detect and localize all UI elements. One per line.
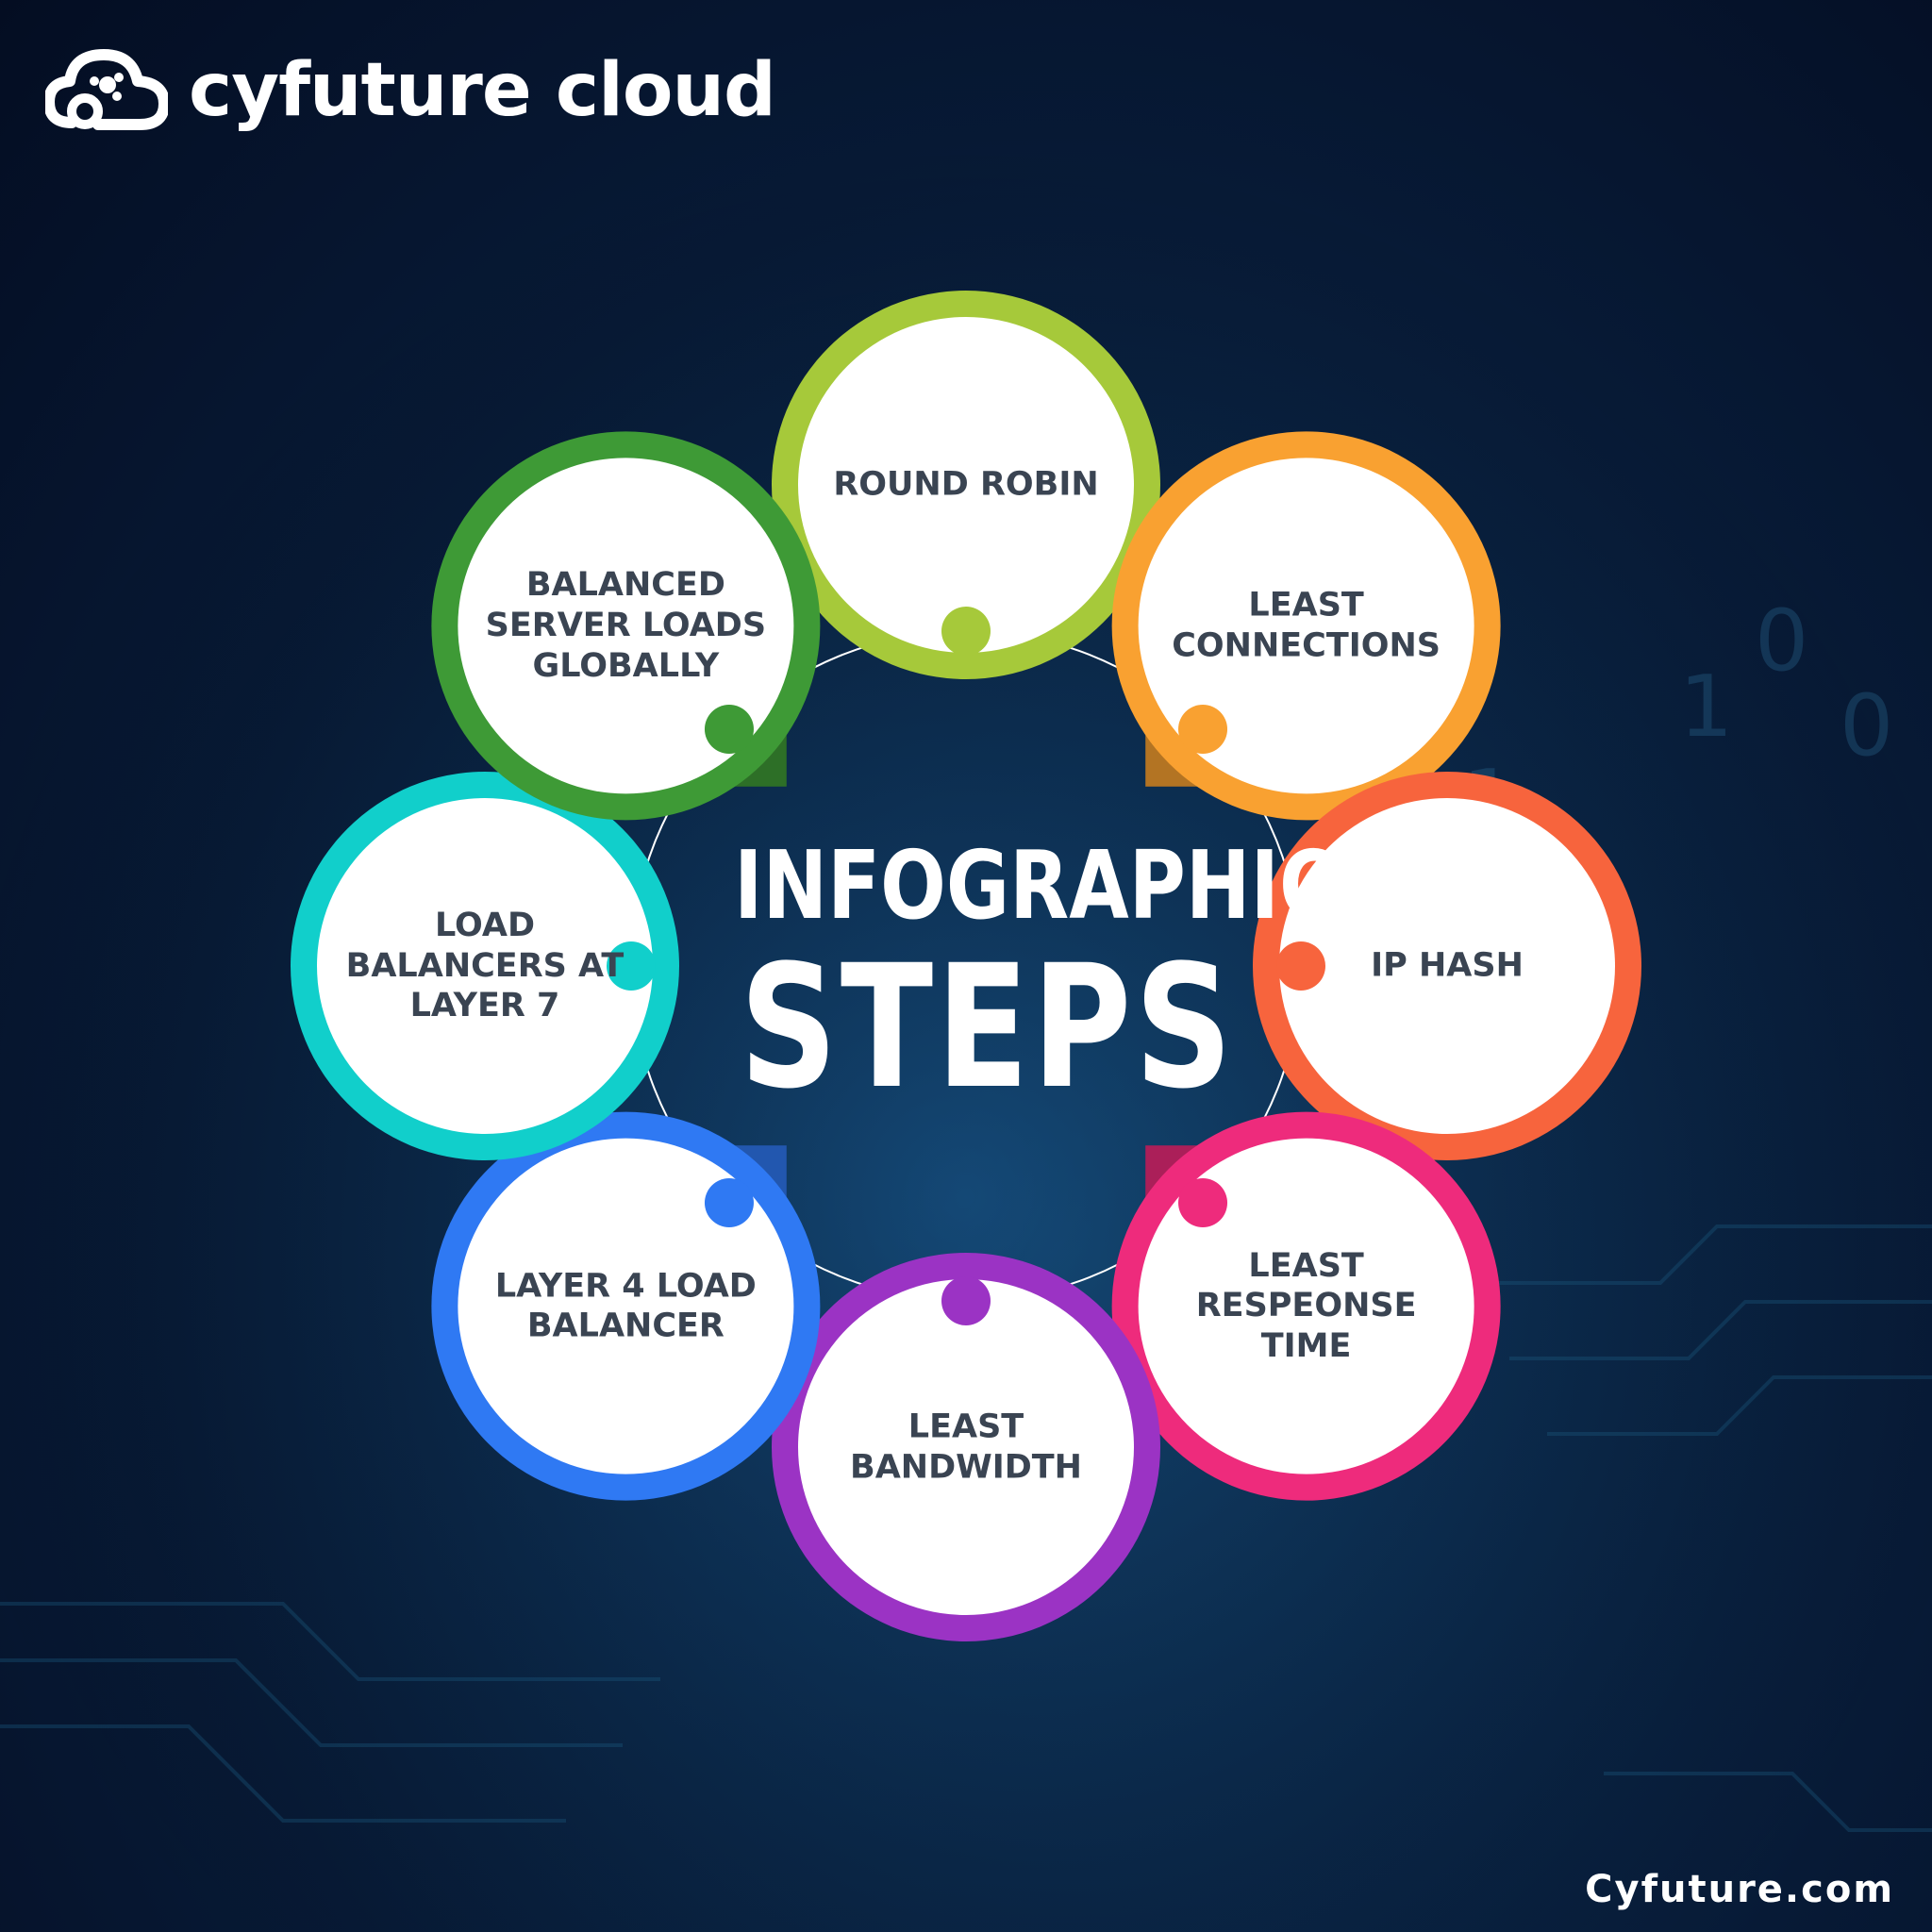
- step-dot: [941, 607, 991, 656]
- brand-name: cyfuture cloud: [189, 48, 776, 133]
- step-dot: [704, 1178, 754, 1228]
- svg-text:1: 1: [1679, 658, 1733, 757]
- brand-header: cyfuture cloud: [45, 43, 776, 138]
- step-dot: [1178, 704, 1228, 754]
- step-inner-disc: [317, 798, 653, 1134]
- step-label-4: LEAST RESPEONSE TIME: [1195, 1246, 1417, 1365]
- step-inner-disc: [1138, 458, 1474, 794]
- step-dot: [1178, 1178, 1228, 1228]
- center-title-line1: INFOGRAPHIC: [734, 830, 1337, 941]
- step-inner-disc: [798, 317, 1134, 653]
- step-dot: [704, 704, 754, 754]
- step-dot: [941, 1276, 991, 1325]
- step-label-5: LEAST BANDWIDTH: [850, 1407, 1082, 1486]
- step-inner-disc: [458, 1138, 794, 1474]
- step-node-4: [1111, 1111, 1501, 1501]
- step-label-6: LAYER 4 LOAD BALANCER: [494, 1266, 757, 1345]
- step-dot: [1276, 941, 1325, 991]
- center-title-line2: STEPS: [740, 929, 1236, 1126]
- step-node-6: [431, 1111, 821, 1501]
- step-label-1: ROUND ROBIN: [833, 465, 1099, 504]
- step-inner-disc: [798, 1279, 1134, 1615]
- footer-url: Cyfuture.com: [1585, 1868, 1894, 1911]
- step-label-8: BALANCED SERVER LOADS GLOBALLY: [485, 566, 767, 685]
- step-node-7: [291, 772, 679, 1160]
- step-node-2: [1111, 431, 1501, 821]
- svg-text:0: 0: [1840, 676, 1893, 775]
- svg-text:0: 0: [1755, 591, 1808, 691]
- step-node-3: [1253, 772, 1641, 1160]
- step-label-3: IP HASH: [1371, 946, 1524, 985]
- step-label-2: LEAST CONNECTIONS: [1172, 586, 1441, 665]
- step-inner-disc: [1279, 798, 1615, 1134]
- step-dot: [607, 941, 656, 991]
- step-inner-disc: [1138, 1138, 1474, 1474]
- step-node-5: [772, 1253, 1160, 1641]
- step-node-1: [772, 291, 1160, 679]
- cloud-logo-icon: [45, 49, 168, 130]
- step-node-8: [431, 431, 821, 821]
- step-label-7: LOAD BALANCERS AT LAYER 7: [345, 906, 625, 1025]
- step-inner-disc: [458, 458, 794, 794]
